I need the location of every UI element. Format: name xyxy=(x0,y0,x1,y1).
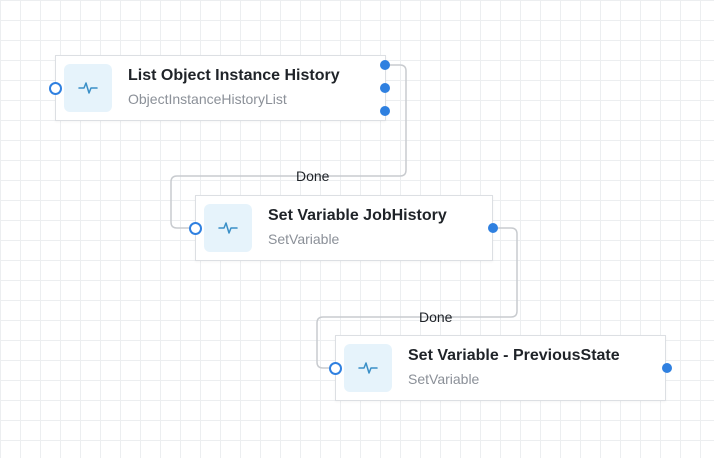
node-title: Set Variable - PreviousState xyxy=(408,347,620,364)
activity-pulse-icon xyxy=(344,344,392,392)
node-set-variable-jobhistory[interactable]: Set Variable JobHistory SetVariable xyxy=(195,195,493,261)
output-port[interactable] xyxy=(380,83,390,93)
node-title: Set Variable JobHistory xyxy=(268,207,447,224)
activity-pulse-icon xyxy=(64,64,112,112)
activity-pulse-icon xyxy=(204,204,252,252)
output-port[interactable] xyxy=(380,106,390,116)
input-port[interactable] xyxy=(189,222,202,235)
input-port[interactable] xyxy=(49,82,62,95)
node-list-object-instance-history[interactable]: List Object Instance History ObjectInsta… xyxy=(55,55,386,121)
output-port[interactable] xyxy=(380,60,390,70)
node-set-variable-previousstate[interactable]: Set Variable - PreviousState SetVariable xyxy=(335,335,666,401)
input-port[interactable] xyxy=(329,362,342,375)
node-type: SetVariable xyxy=(408,371,480,387)
output-port[interactable] xyxy=(662,363,672,373)
node-type: SetVariable xyxy=(268,231,340,247)
node-title: List Object Instance History xyxy=(128,67,340,84)
edge-label-done: Done xyxy=(296,168,330,184)
node-type: ObjectInstanceHistoryList xyxy=(128,91,287,107)
output-port[interactable] xyxy=(488,223,498,233)
edge-label-done: Done xyxy=(419,309,453,325)
